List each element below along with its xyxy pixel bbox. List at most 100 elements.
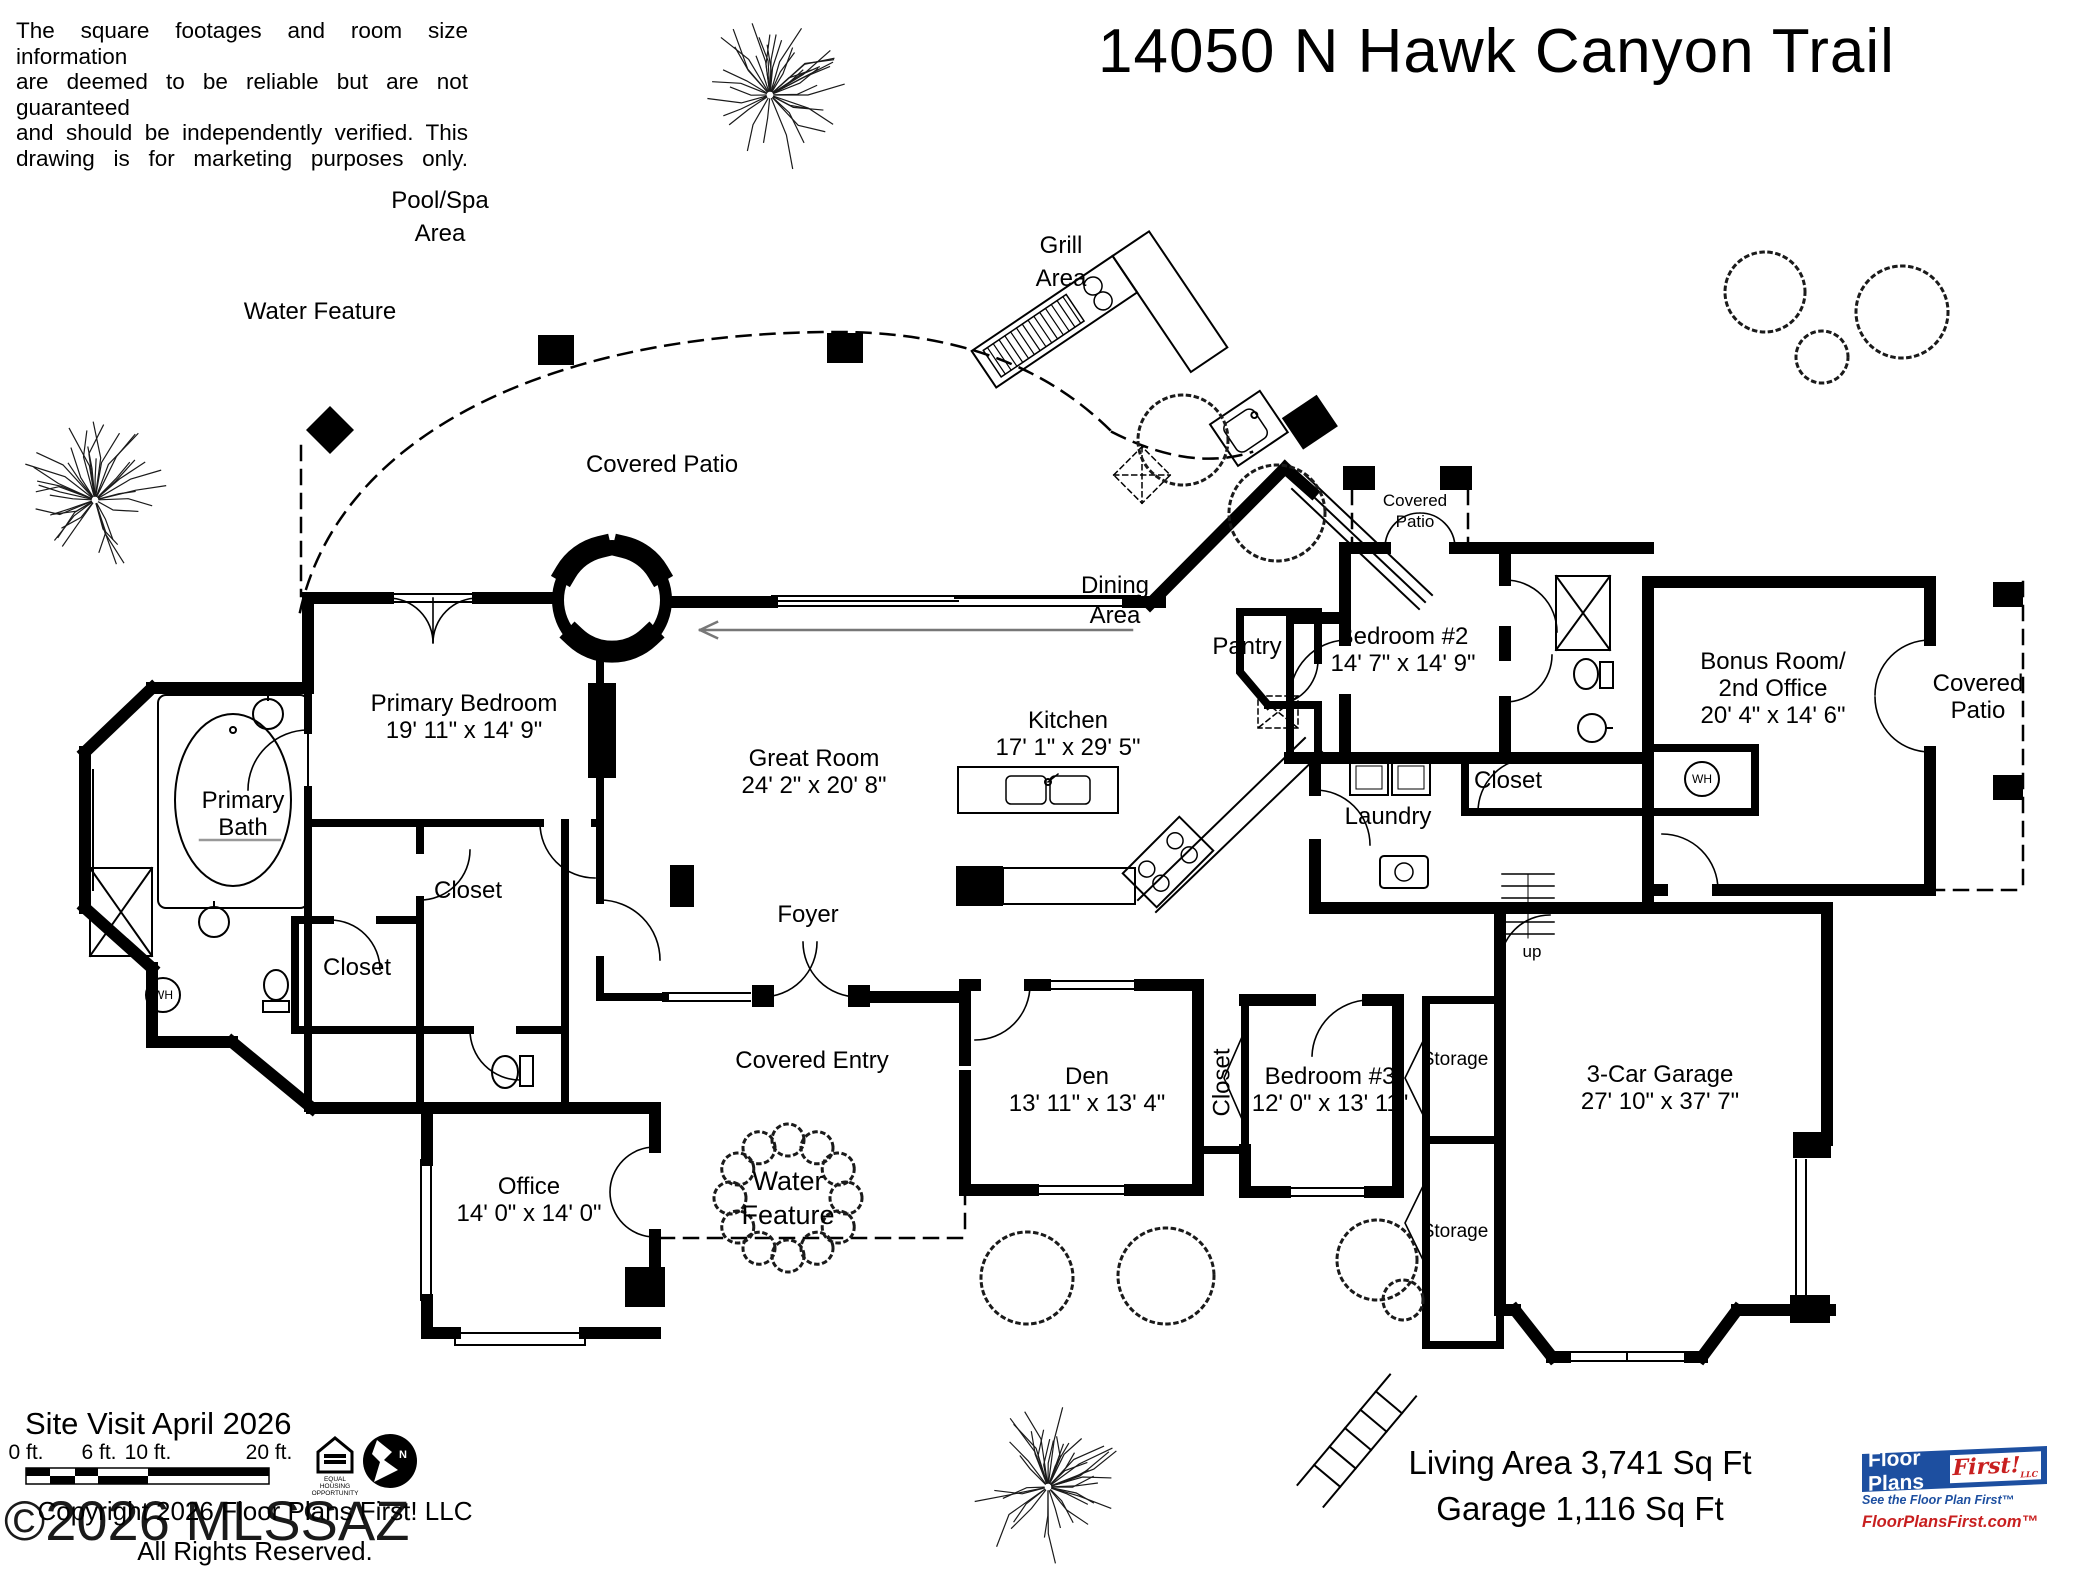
- room-label-storage-1: Storage: [1421, 1049, 1489, 1070]
- logo-text-first: First!LLC: [1949, 1451, 2041, 1483]
- stairs-icon: [1501, 873, 1555, 939]
- equal-housing-text: EQUAL HOUSING OPPORTUNITY: [312, 1476, 359, 1497]
- disclaimer-line: The square footages and room size inform…: [16, 18, 468, 69]
- room-label-closet-hall: Closet: [1473, 766, 1543, 794]
- room-label-wh-primary: WH: [153, 988, 173, 1002]
- scale-tick-label: 0 ft.: [8, 1441, 44, 1464]
- room-label-pool-spa-area: Pool/Spa Area: [391, 186, 489, 247]
- shrub-icon: [828, 1180, 864, 1216]
- disclaimer-line: are deemed to be reliable but are not gu…: [16, 69, 468, 120]
- shrub-icon: [820, 1209, 856, 1245]
- vegetation: [25, 23, 1950, 1564]
- garage-area-label: Garage 1,116 Sq Ft: [1436, 1490, 1724, 1527]
- equal-housing-line2: HOUSING: [320, 1483, 350, 1490]
- shrub-icon: [1794, 329, 1850, 385]
- driveway-walkway: [1296, 1373, 1418, 1509]
- room-label-covered-entry: Covered Entry: [735, 1046, 889, 1074]
- shower-primary-icon: [88, 866, 154, 958]
- toilet-primary-icon: [262, 969, 290, 1013]
- kitchen-island-icon: [957, 766, 1119, 814]
- shrub-icon: [1723, 250, 1807, 334]
- shower-bedroom2-icon: [1554, 574, 1612, 652]
- room-label-water-feature-bottom: Water Feature: [741, 1166, 835, 1230]
- sink-bedroom2-icon: [1577, 713, 1613, 743]
- shrub-icon: [799, 1130, 835, 1166]
- site-visit-label: Site Visit April 2026: [25, 1406, 292, 1441]
- room-label-closet-den: Closet: [1208, 1047, 1236, 1117]
- room-label-primary-bedroom: Primary Bedroom 19' 11" x 14' 9": [370, 689, 558, 744]
- sinks-primary-icon: [198, 693, 284, 938]
- room-label-closet-primary-1: Closet: [433, 876, 503, 904]
- logo-url: FloorPlansFirst.com™: [1862, 1513, 2039, 1531]
- logo-box: Floor Plans First!LLC: [1862, 1445, 2047, 1496]
- living-area-label: Living Area 3,741 Sq Ft: [1408, 1444, 1752, 1481]
- kitchen-counter: [1002, 736, 1324, 914]
- room-label-den: Den 13' 11" x 13' 4": [1008, 1062, 1166, 1117]
- room-label-primary-bath: Primary Bath: [201, 786, 285, 841]
- interior-walls: [291, 608, 1759, 1349]
- north-arrow-icon: N: [363, 1434, 417, 1488]
- turret: [550, 533, 674, 663]
- scale-tick-label: 10 ft.: [124, 1441, 172, 1464]
- page-title: 14050 N Hawk Canyon Trail: [1098, 17, 1895, 86]
- grill-counter-icon: [970, 229, 1229, 389]
- shrub-icon: [979, 1230, 1075, 1326]
- room-label-pantry: Pantry: [1212, 632, 1282, 660]
- shrub-icon: [1116, 1226, 1216, 1326]
- stove-icon: [1121, 815, 1215, 909]
- toilet-bedroom2-icon: [1573, 658, 1614, 690]
- mls-watermark: ©2026 MLSSAZ: [4, 1489, 410, 1552]
- room-label-bonus-room: Bonus Room/ 2nd Office 20' 4" x 14' 6": [1700, 647, 1846, 729]
- equal-housing-line1: EQUAL: [324, 1476, 346, 1483]
- shrub-icon: [741, 1230, 777, 1266]
- room-label-up: up: [1522, 942, 1542, 961]
- disclaimer-text: The square footages and room size inform…: [16, 18, 468, 171]
- room-label-closet-primary-2: Closet: [322, 953, 392, 981]
- room-label-storage-2: Storage: [1421, 1221, 1489, 1242]
- room-label-covered-patio-main: Covered Patio: [585, 450, 739, 478]
- logo-first-word: First!: [1952, 1452, 2021, 1482]
- room-label-dining-area: Dining Area: [1080, 572, 1150, 629]
- tree-icon: [25, 421, 167, 565]
- equal-housing-line3: OPPORTUNITY: [312, 1490, 359, 1497]
- room-label-covered-patio-bedroom2: Covered Patio: [1382, 490, 1448, 531]
- room-label-water-feature-top: Water Feature: [243, 297, 397, 325]
- north-letter: N: [399, 1449, 407, 1461]
- patio-dashed-lines: [298, 330, 2025, 1240]
- equal-housing-icon: [316, 1436, 354, 1474]
- toilet-powder-icon: [491, 1055, 534, 1089]
- scale-bar: [25, 1467, 270, 1485]
- shrub-icon: [741, 1130, 777, 1166]
- copyright-line2: All Rights Reserved.: [137, 1536, 373, 1566]
- grill-sink-icon: [1208, 389, 1338, 468]
- shrub-icon: [770, 1238, 806, 1274]
- room-label-great-room: Great Room 24' 2" x 20' 8": [741, 744, 887, 799]
- room-label-foyer: Foyer: [777, 900, 839, 928]
- shrub-icon: [1227, 463, 1327, 563]
- shrub-icon: [820, 1151, 856, 1187]
- room-label-bedroom-2: Bedroom #2 14' 7" x 14' 9": [1330, 622, 1476, 677]
- shrub-icon: [1854, 264, 1950, 360]
- tree-icon: [974, 1407, 1117, 1564]
- logo-text-floor-plans: Floor Plans: [1868, 1446, 1925, 1496]
- water-heater-primary-icon: [145, 977, 181, 1013]
- bathtub-icon: [157, 694, 309, 909]
- shrub-icon: [1381, 1278, 1425, 1322]
- exterior-walls: [76, 459, 1936, 1366]
- disclaimer-line: and should be independently verified. Th…: [16, 120, 468, 145]
- shrub-icon: [1136, 393, 1230, 487]
- shrub-icon: [770, 1122, 806, 1158]
- floor-plans-first-logo: Floor Plans First!LLC See the Floor Plan…: [1862, 1445, 2047, 1532]
- room-label-bedroom-3: Bedroom #3 12' 0" x 13' 11": [1251, 1062, 1409, 1117]
- water-heater-laundry-icon: [1684, 761, 1720, 797]
- logo-tagline: See the Floor Plan First™: [1862, 1493, 2015, 1507]
- tree-icon: [707, 23, 845, 170]
- room-label-kitchen: Kitchen 17' 1" x 29' 5": [995, 706, 1141, 761]
- scale-tick-label: 6 ft.: [81, 1441, 117, 1464]
- door-arcs: [247, 512, 1931, 1268]
- room-label-wh-laundry: WH: [1692, 772, 1712, 786]
- windows: [84, 473, 1896, 1362]
- shrub-icon: [720, 1151, 756, 1187]
